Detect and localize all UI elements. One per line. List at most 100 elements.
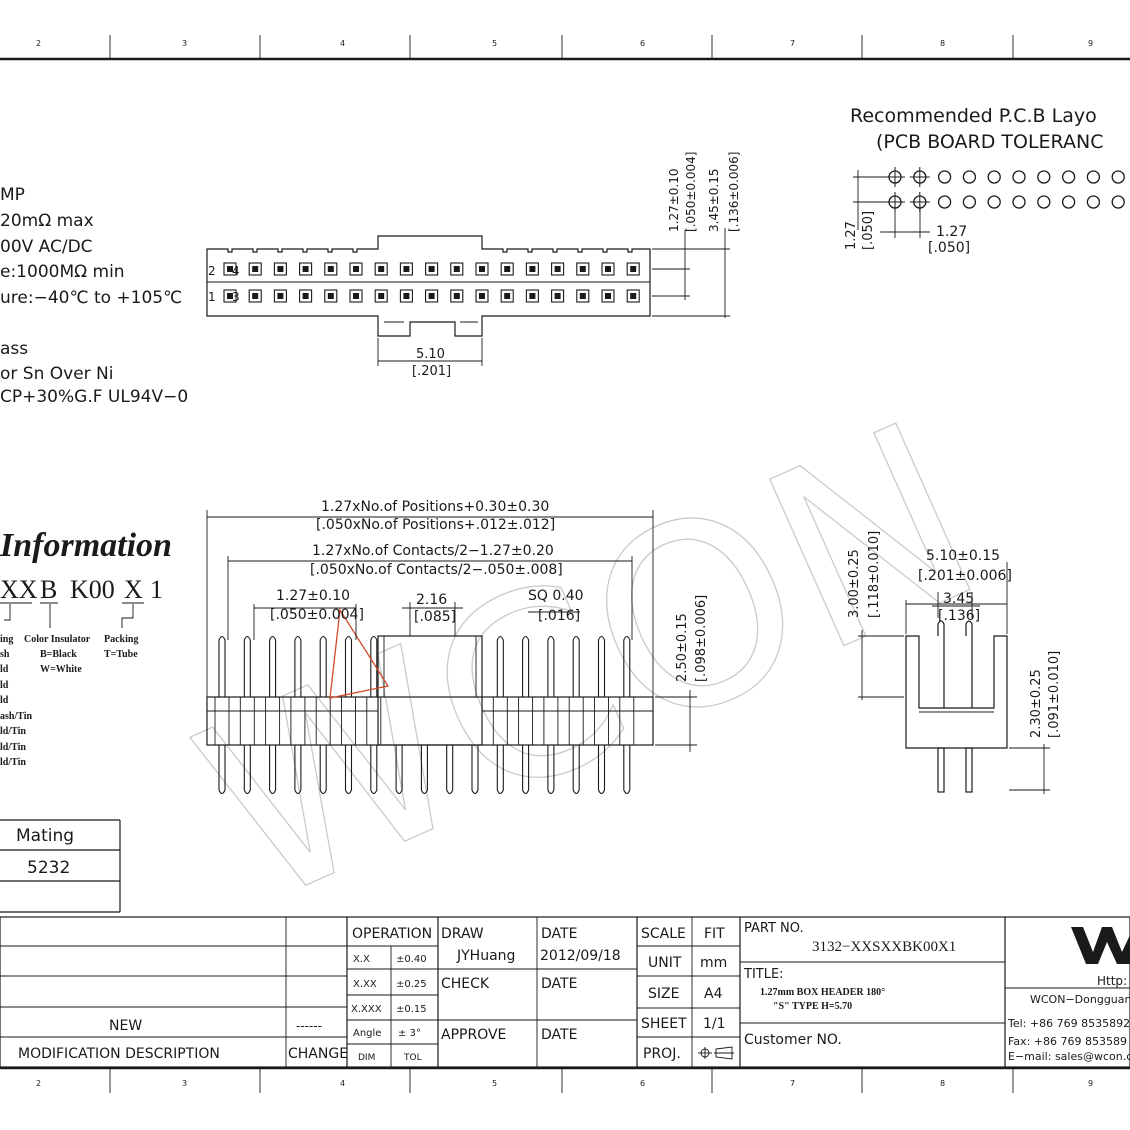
dim-label: [.050±0.004] bbox=[684, 152, 698, 233]
plating-option: ld bbox=[0, 680, 9, 691]
mating-value: 5232 bbox=[27, 858, 70, 878]
zone-number: 3 bbox=[182, 1079, 187, 1088]
watermark-text: WCON bbox=[162, 368, 1016, 961]
spec-line: ass bbox=[0, 339, 28, 359]
pin-square bbox=[551, 289, 565, 303]
pin-contact bbox=[378, 266, 385, 272]
pin-top bbox=[218, 635, 226, 697]
pin-square bbox=[601, 262, 615, 276]
pin-tail bbox=[420, 745, 428, 795]
pin-tail bbox=[294, 745, 302, 795]
pin-contact bbox=[630, 266, 637, 272]
pin-cell bbox=[492, 696, 508, 746]
spec-line: MP bbox=[0, 185, 25, 205]
pin-cell bbox=[315, 696, 331, 746]
pin-square bbox=[273, 262, 287, 276]
dim-label: [.201±0.006] bbox=[918, 568, 1012, 584]
check-label: CHECK bbox=[441, 976, 490, 992]
pin-contact bbox=[554, 266, 561, 272]
pin-contact bbox=[302, 266, 309, 272]
pin-tail bbox=[471, 745, 479, 795]
pin-top bbox=[597, 635, 606, 697]
plating-option: ld bbox=[0, 664, 9, 675]
pin-square bbox=[425, 262, 439, 276]
pcb-hole bbox=[1037, 170, 1051, 184]
pin-top bbox=[294, 635, 302, 697]
pcb-hole bbox=[1061, 195, 1076, 209]
pin-cell bbox=[214, 696, 230, 746]
zone-number: 9 bbox=[1088, 39, 1093, 48]
pin-top bbox=[344, 635, 353, 697]
pin-cell bbox=[568, 696, 584, 746]
part-no-label: PART NO. bbox=[744, 921, 804, 936]
dim-label: [.085] bbox=[414, 609, 456, 625]
pin-square bbox=[374, 289, 388, 303]
pin-contact bbox=[428, 266, 435, 272]
pin-pitch-highlight bbox=[329, 608, 390, 699]
pin-cell bbox=[366, 696, 382, 746]
company-http: Http: bbox=[1097, 974, 1127, 988]
dim-label: 1.27±0.10 bbox=[276, 588, 350, 604]
dim-label: [.091±0.010] bbox=[1047, 651, 1062, 738]
zone-number: 2 bbox=[36, 39, 41, 48]
tol-key: TOL bbox=[403, 1053, 422, 1063]
pcb-hole bbox=[962, 195, 977, 209]
bottom-zone-ruler: 2 3 4 5 6 7 8 9 bbox=[0, 1066, 1130, 1093]
pcb-hole bbox=[1061, 170, 1076, 184]
pin-top bbox=[319, 635, 327, 697]
part-number: 3132−XXSXXBK00X1 bbox=[812, 939, 956, 955]
change-label: CHANGE bbox=[288, 1046, 348, 1062]
color-option: B=Black bbox=[40, 649, 77, 660]
pcb-layout-section: Recommended P.C.B Layo (PCB BOARD TOLERA… bbox=[844, 105, 1125, 256]
dim-label: [.118±0.010] bbox=[867, 531, 882, 618]
tol-key: X.XX bbox=[353, 979, 377, 990]
title-label: TITLE: bbox=[743, 967, 784, 982]
title-line: 1.27mm BOX HEADER 180° bbox=[760, 987, 885, 998]
dim-label: 3.45±0.15 bbox=[707, 169, 721, 233]
pin-square bbox=[299, 289, 313, 303]
pcb-hole bbox=[1037, 195, 1051, 209]
ordering-title: Information bbox=[0, 527, 172, 564]
pin-contact bbox=[403, 266, 410, 272]
date-label: DATE bbox=[541, 976, 577, 992]
pin-contact bbox=[579, 266, 586, 272]
company-tel: Tel: +86 769 8535892 bbox=[1007, 1017, 1130, 1030]
pin-contact bbox=[252, 293, 259, 299]
plating-option: ld/Tin bbox=[0, 742, 26, 753]
packing-option: T=Tube bbox=[104, 649, 138, 660]
pin-contact bbox=[277, 266, 284, 272]
dim-label: 2.50±0.15 bbox=[675, 613, 690, 682]
zone-number: 5 bbox=[492, 1079, 497, 1088]
pin-square bbox=[399, 289, 413, 303]
pcb-hole bbox=[1111, 170, 1125, 184]
plating-option: ld/Tin bbox=[0, 757, 26, 768]
dim-label: [.050xNo.of Positions+.012±.012] bbox=[316, 517, 555, 533]
ordering-information: Information XX B K00 X 1 ing Color Insul… bbox=[0, 527, 172, 768]
pin-square bbox=[525, 289, 539, 303]
pin-square bbox=[475, 289, 489, 303]
row-label: 2 bbox=[208, 264, 216, 278]
pin-contact bbox=[252, 266, 259, 272]
pin-square bbox=[500, 262, 514, 276]
pin-square bbox=[551, 262, 565, 276]
pin-tail bbox=[243, 745, 251, 795]
dim-label: [.050xNo.of Contacts/2−.050±.008] bbox=[310, 562, 563, 578]
company-name: WCON−Dongguan bbox=[1030, 993, 1130, 1006]
pcb-hole bbox=[987, 195, 1001, 209]
pin-top bbox=[370, 635, 378, 697]
pin-contact bbox=[227, 266, 233, 272]
pcb-subtitle: (PCB BOARD TOLERANC bbox=[876, 131, 1103, 153]
pin-contact bbox=[579, 293, 586, 299]
dim-label: 1.27xNo.of Positions+0.30±0.30 bbox=[321, 499, 549, 515]
pcb-hole bbox=[1086, 195, 1101, 209]
pin-contact bbox=[277, 293, 284, 299]
pin-cell bbox=[543, 696, 559, 746]
operation-label: OPERATION bbox=[352, 926, 432, 942]
pin-cell bbox=[239, 696, 255, 746]
side-view-drawing: 3.00±0.25 [.118±0.010] 5.10±0.15 [.201±0… bbox=[847, 531, 1062, 794]
plating-option: ld/Tin bbox=[0, 726, 26, 737]
tol-value: ±0.25 bbox=[396, 979, 427, 990]
row-label: 3 bbox=[232, 290, 240, 304]
pin-square bbox=[626, 289, 640, 303]
